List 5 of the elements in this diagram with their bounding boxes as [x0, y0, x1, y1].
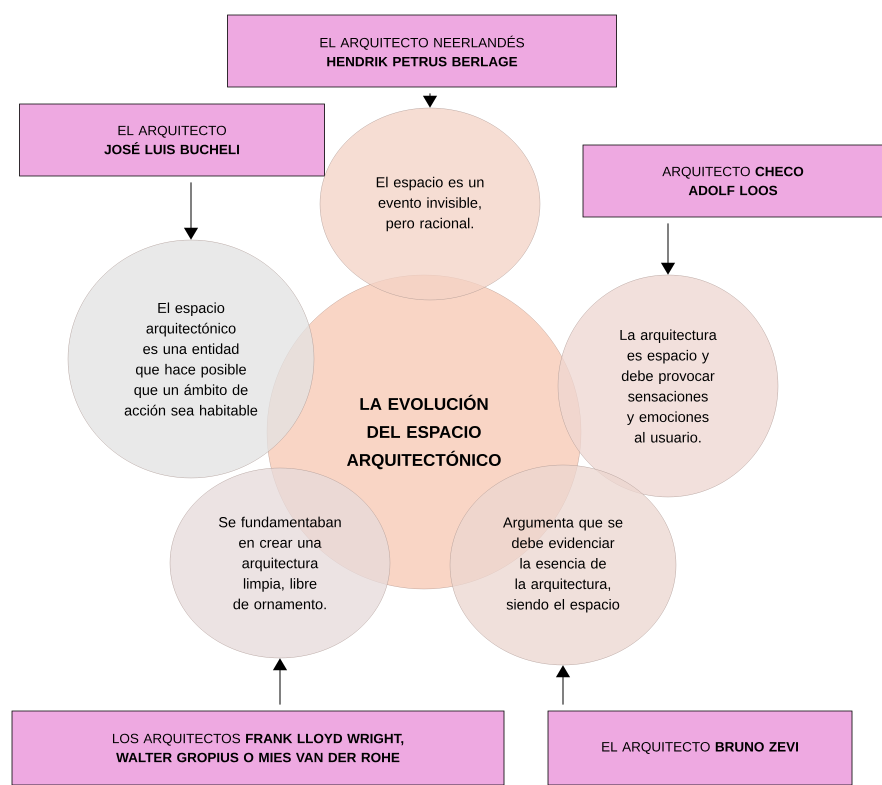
- name-box: LOS ARQUITECTOS FRANK LLOYD WRIGHT, WALTER GROPIUS O MIES VAN DER ROHE: [12, 710, 504, 785]
- name-box: EL ARQUITECTO BRUNO ZEVI: [548, 710, 852, 785]
- name-box: EL ARQUITECTO NEERLANDÉS HENDRIK PETRUS BERLAGE: [227, 14, 617, 88]
- name-box: ARQUITECTO CHECO ADOLF LOOS: [582, 144, 882, 218]
- name-box: EL ARQUITECTO JOSÉ LUIS BUCHELI: [19, 104, 325, 176]
